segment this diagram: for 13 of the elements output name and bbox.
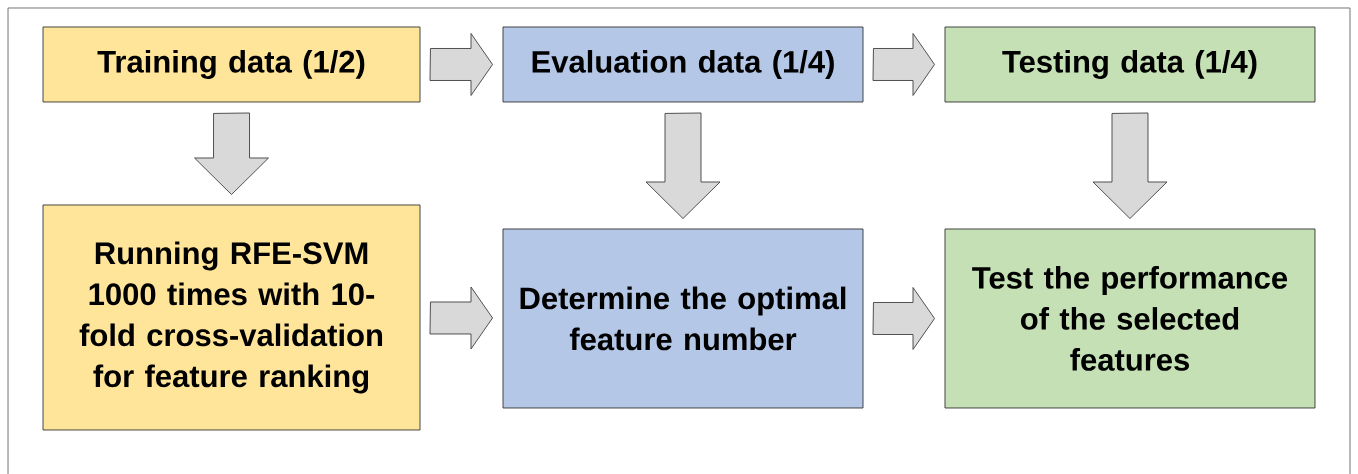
process-box: Running RFE-SVM 1000 times with 10-fold cross-validation for feature ranking [42, 204, 421, 431]
block-arrow [429, 33, 493, 96]
block-arrow [645, 112, 721, 219]
process-box: Training data (1/2) [42, 26, 421, 103]
block-arrow [429, 286, 493, 350]
block-arrow [872, 287, 935, 350]
process-box: Determine the optimal feature number [502, 228, 864, 409]
block-arrow [194, 112, 269, 195]
process-box: Testing data (1/4) [944, 26, 1316, 103]
block-arrow [1092, 112, 1168, 219]
block-arrow [872, 33, 935, 96]
process-box: Evaluation data (1/4) [502, 26, 864, 103]
process-box: Test the performance of the selected features [944, 228, 1316, 409]
